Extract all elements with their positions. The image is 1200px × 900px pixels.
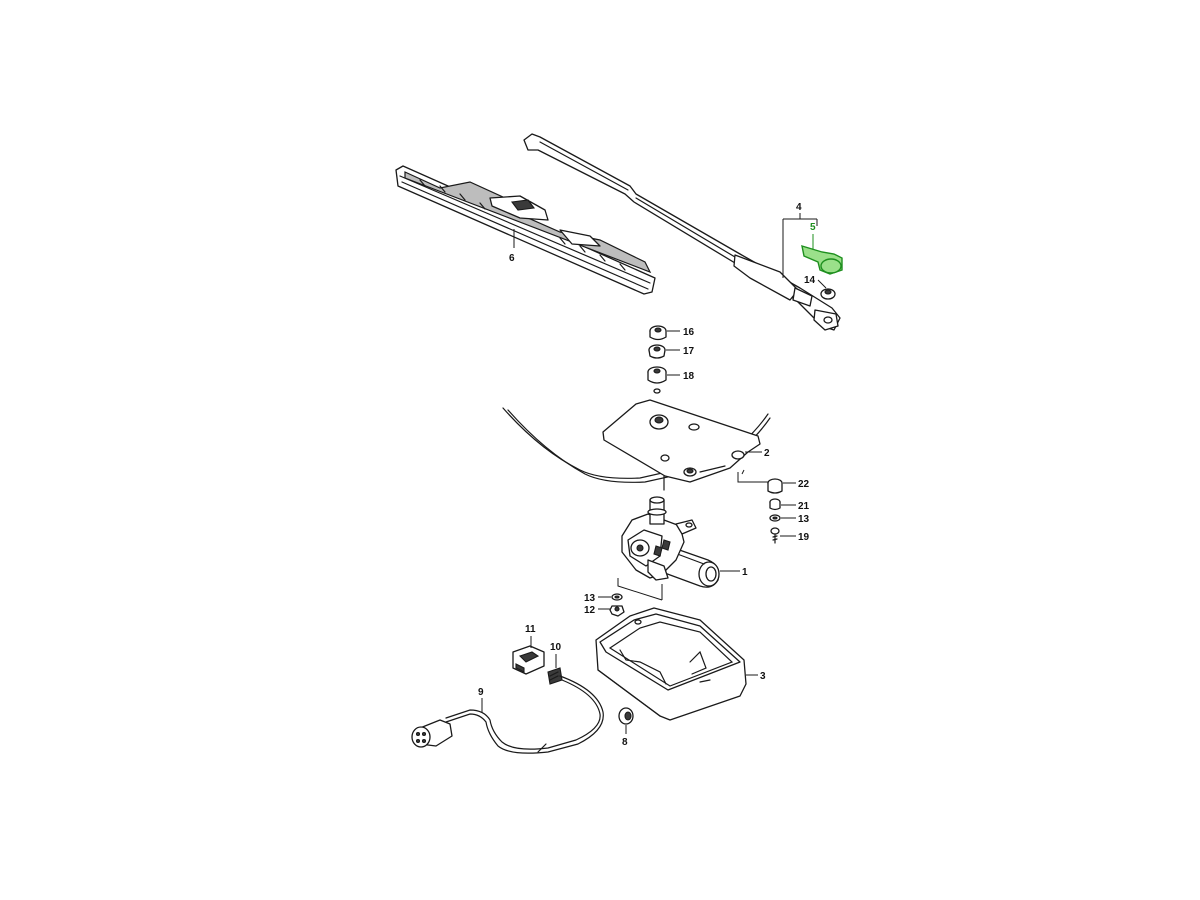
wiper-blade[interactable] (395, 165, 656, 295)
motor-cover[interactable] (595, 607, 747, 721)
callout-16: 16 (683, 327, 695, 338)
callout-10: 10 (550, 642, 562, 653)
callout-3: 3 (760, 671, 766, 682)
callout-11: 11 (525, 624, 536, 635)
nut-16[interactable] (649, 325, 667, 341)
callout-1: 1 (742, 567, 748, 578)
cap-highlighted[interactable] (801, 234, 843, 275)
callout-2: 2 (764, 448, 770, 459)
wiper-arm[interactable] (523, 133, 841, 331)
grommet-8[interactable] (618, 707, 634, 725)
callout-6: 6 (509, 253, 515, 264)
callout-5: 5 (810, 222, 816, 233)
callout-13-right: 13 (798, 514, 810, 525)
callout-9: 9 (478, 687, 484, 698)
callout-17: 17 (683, 346, 695, 357)
grommet-22[interactable] (767, 478, 783, 494)
nut-12[interactable] (609, 605, 625, 617)
mounting-plate[interactable] (602, 399, 761, 491)
callout-19: 19 (798, 532, 810, 543)
callout-22: 22 (798, 479, 810, 490)
washer-13-right[interactable] (769, 514, 781, 522)
connector-housing[interactable] (512, 645, 545, 675)
screw-19[interactable] (770, 527, 780, 544)
washer-17[interactable] (648, 344, 666, 359)
callout-8: 8 (622, 737, 628, 748)
nut-14[interactable] (820, 288, 836, 300)
wiper-motor[interactable] (621, 496, 720, 588)
grommet-18[interactable] (647, 366, 667, 394)
callout-12: 12 (584, 605, 596, 616)
callout-14: 14 (804, 275, 816, 286)
wiring-harness[interactable] (411, 675, 604, 754)
bushing-21[interactable] (769, 498, 781, 511)
callout-21: 21 (798, 501, 810, 512)
callout-18: 18 (683, 371, 695, 382)
callout-4: 4 (796, 202, 802, 213)
callout-13-left: 13 (584, 593, 596, 604)
washer-13-left[interactable] (611, 593, 623, 601)
